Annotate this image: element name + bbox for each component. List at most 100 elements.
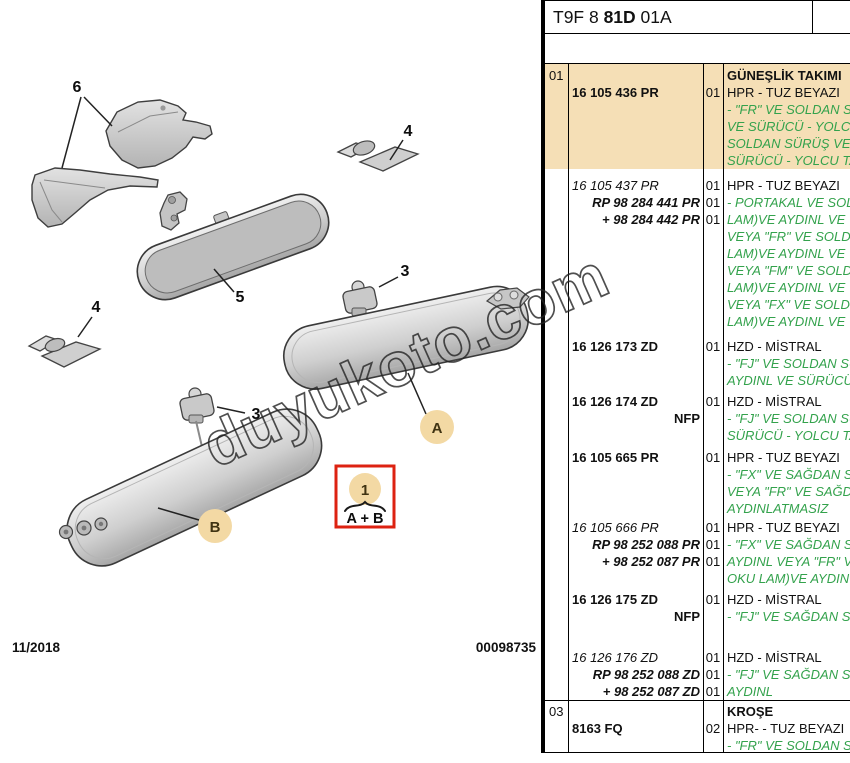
empty-band: [545, 34, 850, 64]
quantity: 01: [705, 667, 721, 682]
diagram-label-4-left[interactable]: 4: [92, 299, 101, 316]
parts-row: 16 126 173 ZD 01 HZD - MİSTRAL: [545, 338, 850, 355]
visor-b-badge[interactable]: B: [198, 509, 232, 543]
visor-a-badge[interactable]: A: [420, 410, 454, 444]
quantity: 01: [705, 520, 721, 535]
part-number: RP 98 284 441 PR: [592, 195, 700, 210]
legend-number: 1: [361, 482, 369, 499]
parts-row: LAM)VE AYDINL VE: [545, 313, 850, 330]
parts-entry[interactable]: 16 126 173 ZD 01 HZD - MİSTRAL - "FJ" VE SO…: [545, 338, 850, 389]
sheet-number: 00098735: [475, 640, 536, 655]
visor-clip-top: [336, 140, 420, 172]
part-number: NFP: [674, 609, 700, 624]
description: VEYA "FR" VE SAĞD: [727, 484, 850, 499]
diagram-label-3-a[interactable]: 3: [401, 263, 410, 280]
visor-a: [283, 285, 530, 390]
parts-row: OKU LAM)VE AYDIN: [545, 570, 850, 587]
description: AYDINL VE SÜRÜCÜ: [727, 373, 850, 388]
revision-date: 11/2018: [12, 640, 61, 655]
parts-row: NFP - "FJ" VE SAĞDAN S: [545, 608, 850, 625]
description: GÜNEŞLİK TAKIMI: [727, 68, 842, 83]
parts-row: - "FR" VE SOLDAN S: [545, 101, 850, 118]
description: - PORTAKAL VE SOL: [727, 195, 850, 210]
quantity: 01: [705, 339, 721, 354]
rearview-mirror: [136, 193, 330, 301]
parts-row: VEYA "FM" VE SOLD: [545, 262, 850, 279]
visor-pivot-mount-b: [179, 387, 215, 465]
item-number: 03: [549, 704, 564, 719]
header-divider: [812, 1, 813, 34]
diagram-label-4-top[interactable]: 4: [404, 123, 413, 140]
description: HZD - MİSTRAL: [727, 592, 822, 607]
description: - "FJ" VE SAĞDAN S: [727, 667, 850, 682]
description: LAM)VE AYDINL VE: [727, 212, 846, 227]
description: - "FJ" VE SAĞDAN S: [727, 609, 850, 624]
description: VE SÜRÜCÜ - YOLC: [727, 119, 850, 134]
diagram-label-6[interactable]: 6: [73, 79, 82, 96]
part-number: 16 126 175 ZD: [572, 592, 659, 607]
quantity: 01: [705, 537, 721, 552]
headliner-trim-covers: [31, 99, 213, 228]
quantity: 01: [705, 394, 721, 409]
part-number: 16 126 174 ZD: [572, 394, 659, 409]
description: AYDINL: [727, 684, 773, 699]
parts-row: VEYA "FR" VE SOLD: [545, 228, 850, 245]
description: HZD - MİSTRAL: [727, 650, 822, 665]
description: - "FJ" VE SOLDAN SÜ: [727, 411, 850, 426]
parts-row: RP 98 252 088 ZD 01 - "FJ" VE SAĞDAN S: [545, 666, 850, 683]
description: HPR - TUZ BEYAZI: [727, 520, 840, 535]
quantity: 01: [705, 554, 721, 569]
catalog-code-prefix: T9F 8: [553, 7, 604, 27]
part-number: 16 126 173 ZD: [572, 339, 659, 354]
quantity: 01: [705, 195, 721, 210]
diagram-label-5[interactable]: 5: [236, 289, 245, 306]
diagram-label-3-b[interactable]: 3: [252, 406, 261, 423]
part-number: + 98 252 087 ZD: [602, 684, 700, 699]
description: HPR- - TUZ BEYAZI: [727, 721, 845, 736]
legend-box[interactable]: 1 A + B: [334, 464, 396, 529]
part-number: + 98 284 442 PR: [602, 212, 700, 227]
visor-b-badge-label: B: [210, 519, 221, 536]
column-divider: [703, 64, 704, 752]
visor-clip-left: [27, 335, 102, 368]
parts-row: - "FJ" VE SOLDAN SÜ: [545, 355, 850, 372]
item-number: 01: [549, 68, 564, 83]
description: - "FJ" VE SOLDAN SÜ: [727, 356, 850, 371]
catalog-code-row: T9F 8 81D 01A: [545, 1, 850, 34]
brace-icon: [344, 500, 386, 512]
part-number: 8163 FQ: [572, 721, 623, 736]
description: LAM)VE AYDINL VE: [727, 280, 846, 295]
quantity: 02: [705, 721, 721, 736]
part-number: NFP: [674, 411, 700, 426]
description: HPR - TUZ BEYAZI: [727, 178, 840, 193]
quantity: 01: [705, 212, 721, 227]
description: HZD - MİSTRAL: [727, 339, 822, 354]
parts-row: 8163 FQ 02 HPR- - TUZ BEYAZI: [545, 720, 850, 737]
parts-row: LAM)VE AYDINL VE: [545, 279, 850, 296]
part-number: 16 105 436 PR: [572, 85, 659, 100]
catalog-code: T9F 8 81D 01A: [553, 7, 672, 28]
parts-row: SÜRÜCÜ - YOLCU TA: [545, 152, 850, 169]
part-number: RP 98 252 088 ZD: [592, 667, 700, 682]
part-number: 16 105 665 PR: [572, 450, 659, 465]
description: AYDINLATMASIZ: [727, 501, 829, 516]
parts-row: VE SÜRÜCÜ - YOLC: [545, 118, 850, 135]
description: SÜRÜCÜ - YOLCU TA: [727, 428, 850, 443]
